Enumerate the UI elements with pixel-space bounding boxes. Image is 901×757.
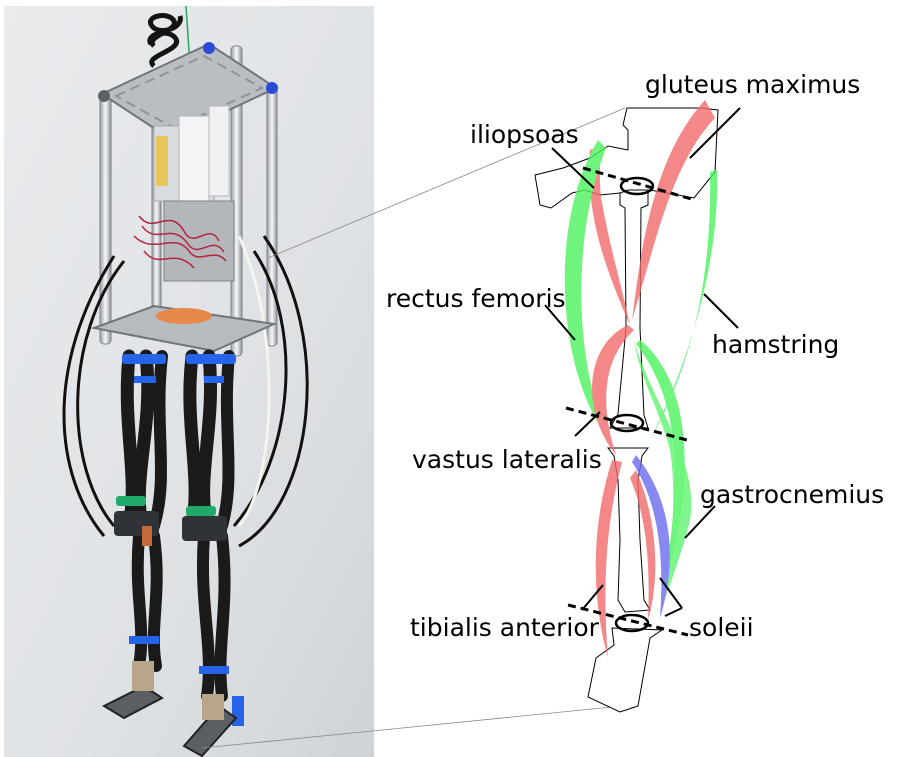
label-gluteus-maximus: gluteus maximus	[645, 70, 860, 99]
label-hamstring: hamstring	[712, 330, 839, 359]
label-soleii: soleii	[689, 613, 754, 642]
label-vastus-lateralis: vastus lateralis	[412, 445, 602, 474]
vastus-lateralis-leader	[575, 412, 600, 436]
label-rectus-femoris: rectus femoris	[386, 284, 566, 313]
femur-outline	[610, 190, 648, 428]
label-gastrocnemius: gastrocnemius	[700, 480, 884, 509]
label-tibialis-anterior: tibialis anterior	[410, 613, 600, 642]
soleii-leader-2	[665, 608, 682, 616]
zoom-connector-lines	[202, 108, 625, 748]
foot-outline	[588, 628, 662, 712]
hamstring-leader	[704, 294, 738, 328]
label-iliopsoas: iliopsoas	[470, 120, 579, 149]
